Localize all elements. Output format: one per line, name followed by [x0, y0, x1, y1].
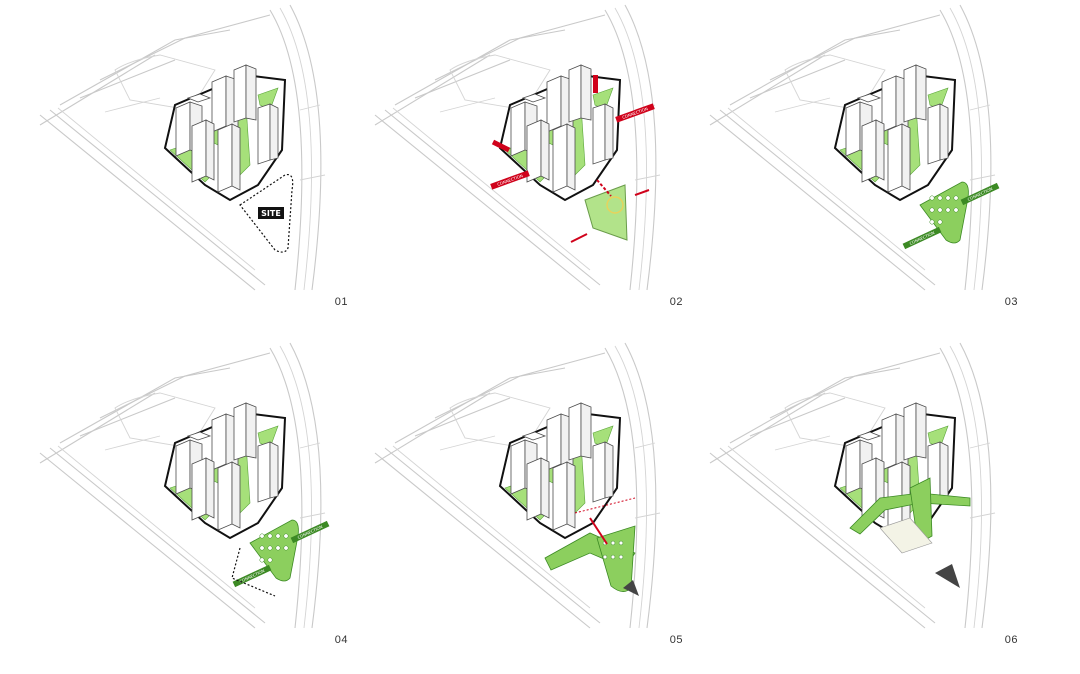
step-number: 05 [669, 634, 683, 646]
pavilion [623, 580, 639, 596]
diagram-panel-01: SITE 01 [0, 0, 360, 336]
tree [618, 554, 624, 560]
tree [953, 207, 959, 213]
residential-towers [510, 64, 614, 193]
tree [929, 207, 935, 213]
tree [267, 533, 273, 539]
road-network [39, 4, 326, 291]
site-park-variant [849, 477, 971, 588]
tree [937, 219, 943, 225]
tree [267, 545, 273, 551]
step-number: 03 [1004, 296, 1018, 308]
tree [602, 554, 608, 560]
tree [953, 195, 959, 201]
tree [618, 540, 624, 546]
connection-tag [232, 564, 272, 588]
site-tag [258, 207, 284, 219]
tree [275, 533, 281, 539]
site-park-variant: CONNECTION CONNECTION [231, 519, 330, 597]
road-network [709, 342, 996, 629]
connection-tag [615, 103, 655, 123]
site-axonometric [709, 342, 996, 629]
site-park-variant: CONNECTION CONNECTION [902, 181, 1000, 250]
residential-towers [175, 402, 279, 531]
step-number: 02 [669, 296, 683, 308]
road-network [374, 342, 661, 629]
tree [259, 545, 265, 551]
diagram-panel-05: 05 [335, 338, 695, 674]
focal-circle [606, 196, 624, 214]
residential-towers [845, 64, 949, 193]
connection-tag-label: CONNECTION [909, 230, 936, 246]
plaza [879, 517, 933, 554]
road-network [709, 4, 996, 291]
direction-arrow [589, 517, 608, 545]
tree [937, 207, 943, 213]
red-marker [593, 75, 598, 93]
diagram-panel-03: CONNECTION CONNECTION 03 [670, 0, 1030, 336]
connection-tag [902, 226, 942, 250]
site-axonometric: CONNECTION CONNECTION [39, 342, 330, 629]
pavilion [935, 564, 960, 588]
tree [937, 195, 943, 201]
connection-arrow [634, 189, 650, 196]
residential-towers [175, 64, 279, 193]
diagram-panel-04: CONNECTION CONNECTION 04 [0, 338, 360, 674]
tree [275, 545, 281, 551]
tree [610, 554, 616, 560]
tree [610, 540, 616, 546]
site-axonometric: CONNECTION CONNECTION [709, 4, 1000, 291]
connection-arrow [596, 179, 612, 197]
tree [283, 533, 289, 539]
tree [929, 195, 935, 201]
tree [259, 557, 265, 563]
step-number: 01 [334, 296, 348, 308]
red-marker [491, 139, 511, 153]
step-number: 04 [334, 634, 348, 646]
site-boundary [239, 173, 294, 253]
site-park-variant: SITE [239, 173, 294, 253]
green-bridge [849, 492, 971, 535]
tree [259, 533, 265, 539]
connection-tag [290, 520, 330, 544]
connection-arrow [570, 233, 588, 243]
site-axonometric [374, 342, 661, 629]
tree [945, 195, 951, 201]
site-label: SITE [261, 209, 281, 218]
step-number: 06 [1004, 634, 1018, 646]
residential-towers [510, 402, 614, 531]
tree [283, 545, 289, 551]
connection-tag-label: CONNECTION [239, 568, 266, 584]
road-network [39, 342, 326, 629]
tree [929, 219, 935, 225]
connection-tag [490, 170, 530, 190]
connection-tag-label: CONNECTION [297, 524, 324, 540]
connection-tag-label: CONNECTION [967, 186, 994, 202]
connection-tag-label: CONNECTION [496, 173, 523, 187]
site-park-variant [544, 497, 639, 596]
park-triangle [584, 184, 628, 241]
tree [267, 557, 273, 563]
tree [945, 207, 951, 213]
road-network [374, 4, 661, 291]
connection-tag [960, 182, 1000, 206]
diagram-panel-06: 06 [670, 338, 1030, 674]
site-axonometric: SITE [39, 4, 326, 291]
